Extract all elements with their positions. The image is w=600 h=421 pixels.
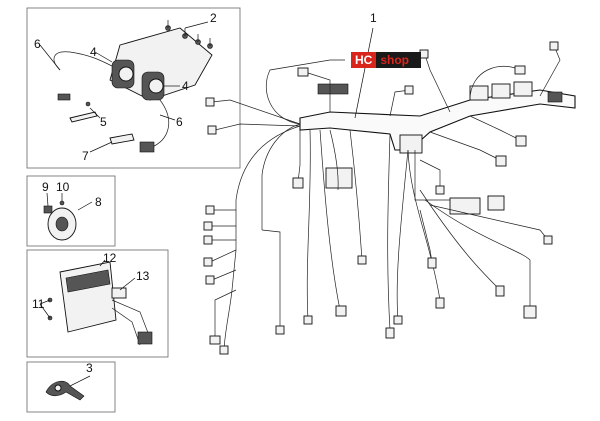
callout-3: 3 [86, 361, 93, 375]
leader-12 [99, 259, 106, 267]
leader-8 [77, 201, 93, 211]
callout-4b: 4 [182, 79, 189, 93]
callout-4a: 4 [90, 45, 97, 59]
callout-7: 7 [82, 149, 89, 163]
leader-6a [39, 44, 61, 71]
leader-6b [159, 114, 176, 121]
callout-12: 12 [103, 251, 117, 265]
ignition-coil-assembly [53, 20, 213, 153]
hc-shop-logo: HC shop [351, 52, 421, 68]
harness-branches [209, 47, 561, 351]
connectors [203, 41, 559, 355]
callout-1: 1 [370, 11, 377, 25]
leader-9 [46, 192, 49, 207]
callout-13: 13 [136, 269, 150, 283]
callout-10: 10 [56, 180, 70, 194]
leader-3 [69, 375, 91, 387]
callout-2: 2 [210, 11, 217, 25]
leader-1 [354, 27, 374, 119]
logo-shop: shop [376, 52, 421, 68]
callout-5: 5 [100, 115, 107, 129]
callout-11: 11 [32, 297, 45, 311]
leader-7 [89, 141, 113, 153]
callout-8: 8 [95, 195, 102, 209]
regulator-part [39, 261, 153, 346]
cable-clip-part [45, 380, 85, 401]
leader-2 [184, 21, 209, 29]
callout-6b: 6 [176, 115, 183, 129]
leader-5 [89, 107, 101, 119]
main-harness [299, 81, 576, 215]
leader-13 [119, 277, 136, 291]
logo-hc: HC [351, 52, 377, 68]
callout-9: 9 [42, 180, 49, 194]
callout-6a: 6 [34, 37, 41, 51]
leader-4a [94, 51, 113, 63]
